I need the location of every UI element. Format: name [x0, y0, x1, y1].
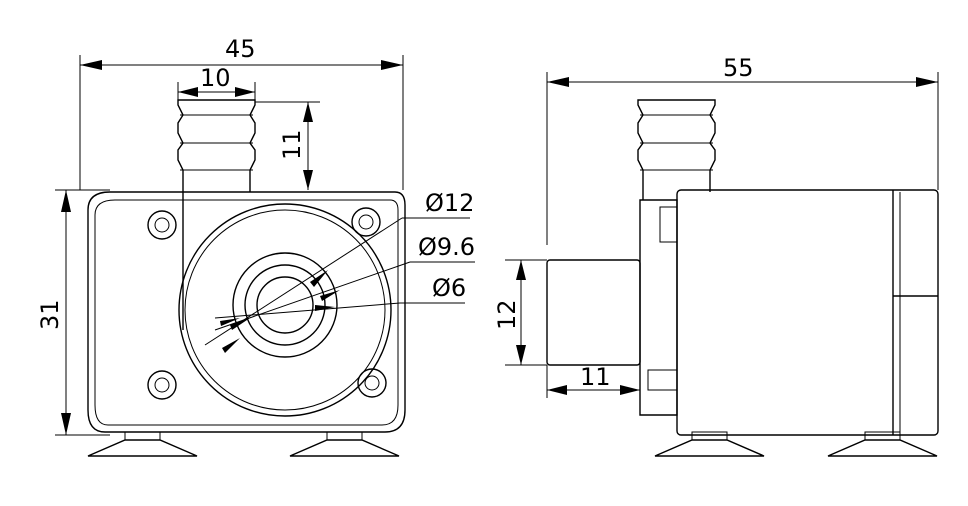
motor-body — [676, 189, 939, 436]
outlet-nozzle — [177, 99, 256, 330]
mounting-holes — [147, 207, 387, 400]
dimension-inlet-12: 12 — [493, 259, 547, 366]
dimension-nozzle-10: 10 — [177, 64, 256, 100]
dimension-height-31: 31 — [36, 189, 110, 436]
middle-diameter-label: Ø9.6 — [418, 233, 475, 261]
inlet-pipe — [546, 259, 641, 366]
outer-diameter-label: Ø12 — [425, 189, 474, 217]
inlet-length-label: 11 — [580, 363, 611, 391]
dimension-nozzle-11: 11 — [255, 101, 320, 190]
diameter-leaders: Ø12 Ø9.6 Ø6 — [204, 189, 475, 353]
width-label: 45 — [225, 35, 256, 63]
front-view: 45 10 11 31 Ø12 Ø9.6 Ø6 — [36, 35, 475, 457]
nozzle-height-label: 11 — [278, 129, 306, 160]
inlet-diameter-label: 12 — [493, 299, 521, 330]
dimension-inlet-11: 11 — [546, 363, 640, 398]
nozzle-width-label: 10 — [200, 64, 231, 92]
impeller-housing — [178, 203, 392, 417]
dimension-length-55: 55 — [546, 54, 939, 245]
side-outlet-nozzle — [637, 99, 716, 200]
pump-flange — [639, 199, 678, 416]
length-label: 55 — [723, 54, 754, 82]
inner-diameter-label: Ø6 — [432, 274, 466, 302]
dimension-width-45: 45 — [79, 35, 404, 190]
pump-body-outline — [87, 191, 406, 433]
feet — [87, 431, 400, 457]
side-feet — [654, 431, 938, 457]
pump-body-inner-outline — [94, 199, 399, 426]
side-view: 55 12 11 — [493, 54, 939, 457]
height-label: 31 — [36, 299, 64, 330]
